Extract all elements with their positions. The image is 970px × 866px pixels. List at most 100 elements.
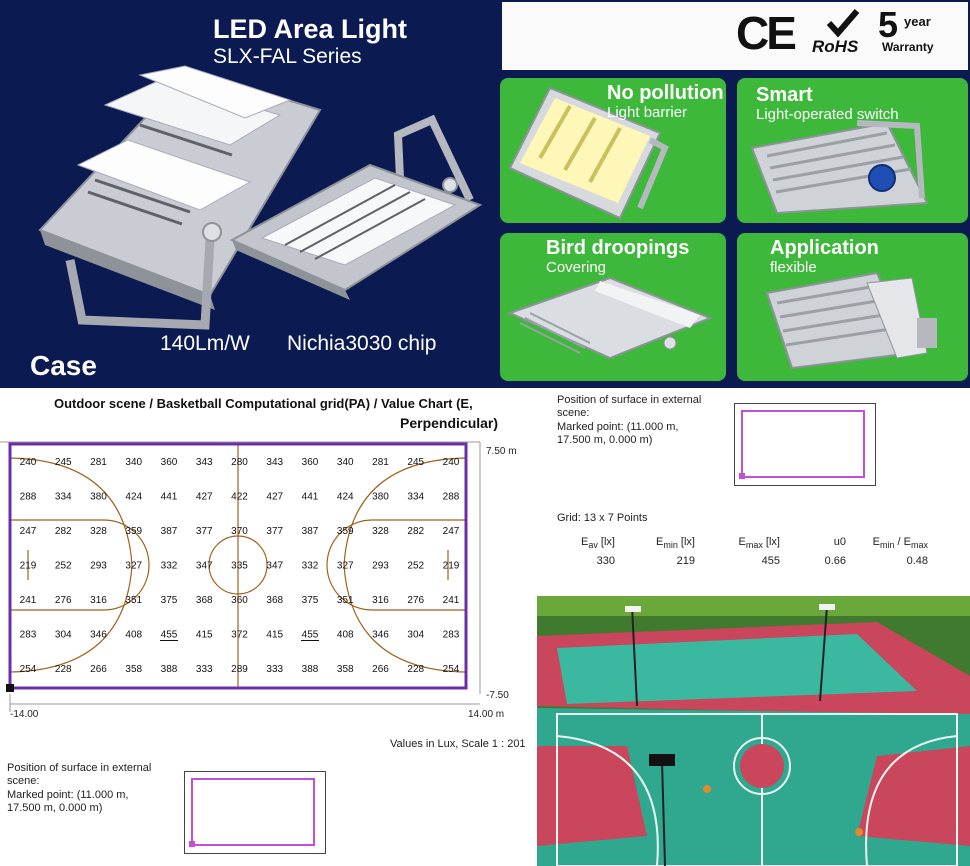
value-cell: 247	[20, 526, 37, 537]
value-cell: 372	[231, 630, 248, 641]
left-three-point	[9, 457, 133, 673]
value-cell: 377	[266, 526, 283, 537]
chip-label: Nichia3030 chip	[287, 332, 437, 355]
value-cell: 240	[443, 457, 460, 468]
surface-position-diagram	[184, 771, 326, 854]
value-cell: 380	[372, 492, 389, 503]
value-cell: 346	[90, 630, 107, 641]
value-cell: 343	[266, 457, 283, 468]
value-cell: 304	[55, 630, 72, 641]
hero-panel	[0, 0, 500, 388]
value-cell: 368	[266, 595, 283, 606]
marked-point-cont: 17.500 m, 0.000 m)	[557, 434, 653, 446]
isolines	[9, 444, 467, 688]
chart-heading-cont: Perpendicular)	[400, 415, 499, 431]
x-axis-right-label: 14.00 m	[468, 709, 504, 720]
value-cell: 334	[407, 492, 424, 503]
value-cell: 266	[90, 664, 107, 675]
value-cell: 343	[196, 457, 213, 468]
value-cell: 240	[20, 457, 37, 468]
product-illustration	[38, 65, 483, 330]
value-cell: 283	[443, 630, 460, 641]
value-cell: 333	[196, 664, 213, 675]
value-cell: 377	[196, 526, 213, 537]
feature-card-application	[737, 233, 968, 381]
rohs-mark: RoHS	[812, 37, 859, 56]
value-cell: 360	[231, 595, 248, 606]
value-cell: 370	[231, 526, 248, 537]
value-cell: 347	[196, 561, 213, 572]
value-cell: 328	[90, 526, 107, 537]
value-cell: 288	[20, 492, 37, 503]
stat-header: Emin / Emax	[872, 536, 928, 551]
value-cell: 247	[443, 526, 460, 537]
grid-label: Grid: 13 x 7 Points	[557, 512, 648, 524]
left-key	[10, 519, 150, 611]
feature-subtitle: Light barrier	[607, 104, 688, 121]
efficacy-label: 140Lm/W	[160, 332, 250, 355]
value-cell: 328	[372, 526, 389, 537]
y-axis-top-label: 7.50 m	[486, 446, 517, 457]
y-axis-bottom-label: -7.50	[486, 690, 509, 701]
fixture-bracket-image	[765, 271, 937, 370]
value-cell: 334	[55, 492, 72, 503]
value-cell: 245	[407, 457, 424, 468]
value-cell: 340	[125, 457, 142, 468]
value-cell: 276	[407, 595, 424, 606]
center-circle	[208, 535, 268, 595]
value-cell: 346	[372, 630, 389, 641]
feature-title: Application	[770, 237, 879, 259]
certification-bar	[502, 2, 968, 70]
product-title: LED Area Light	[213, 14, 408, 44]
value-cell: 252	[407, 561, 424, 572]
value-cell: 241	[443, 595, 460, 606]
value-cell: 358	[337, 664, 354, 675]
value-cell: 358	[125, 664, 142, 675]
feature-card-no-pollution	[500, 78, 726, 223]
value-cell: 424	[337, 492, 354, 503]
checkmark-icon	[826, 9, 860, 38]
marked-point: Marked point: (11.000 m,	[7, 789, 129, 801]
value-cell: 288	[443, 492, 460, 503]
value-cell: 333	[266, 664, 283, 675]
value-cell: 388	[161, 664, 178, 675]
value-cell: 375	[302, 595, 319, 606]
value-cell: 280	[231, 457, 248, 468]
ce-mark: CE	[736, 7, 797, 59]
stat-value: 330	[596, 555, 615, 567]
feature-card-bird-droppings	[500, 233, 726, 381]
stat-header: Emax [lx]	[738, 536, 780, 551]
value-cell: 304	[407, 630, 424, 641]
value-cell: 281	[372, 457, 389, 468]
product-series: SLX-FAL Series	[213, 45, 362, 68]
stat-header: Eav [lx]	[581, 536, 615, 551]
value-cell: 415	[196, 630, 213, 641]
grid-border	[8, 442, 468, 690]
value-cell: 219	[443, 561, 460, 572]
value-cell: 359	[125, 526, 142, 537]
origin-marker	[6, 684, 14, 692]
value-cell: 347	[266, 561, 283, 572]
value-cell: 351	[125, 595, 142, 606]
right-key	[326, 519, 466, 611]
value-cell: 252	[55, 561, 72, 572]
value-cell: 316	[90, 595, 107, 606]
value-cell: 441	[302, 492, 319, 503]
value-cell: 427	[266, 492, 283, 503]
value-cell: 266	[372, 664, 389, 675]
marked-point: Marked point: (11.000 m,	[557, 421, 679, 433]
value-cell: 289	[231, 664, 248, 675]
feature-subtitle: Covering	[546, 259, 607, 276]
value-cell: 415	[266, 630, 283, 641]
right-three-point	[343, 457, 467, 673]
value-cell: 293	[372, 561, 389, 572]
surface-position-diagram	[734, 403, 876, 486]
value-cell: 455	[161, 630, 178, 641]
value-cell: 327	[125, 561, 142, 572]
value-cell: 375	[161, 595, 178, 606]
stat-value: 0.48	[906, 555, 928, 567]
value-cell: 335	[231, 561, 248, 572]
value-cell: 276	[55, 595, 72, 606]
